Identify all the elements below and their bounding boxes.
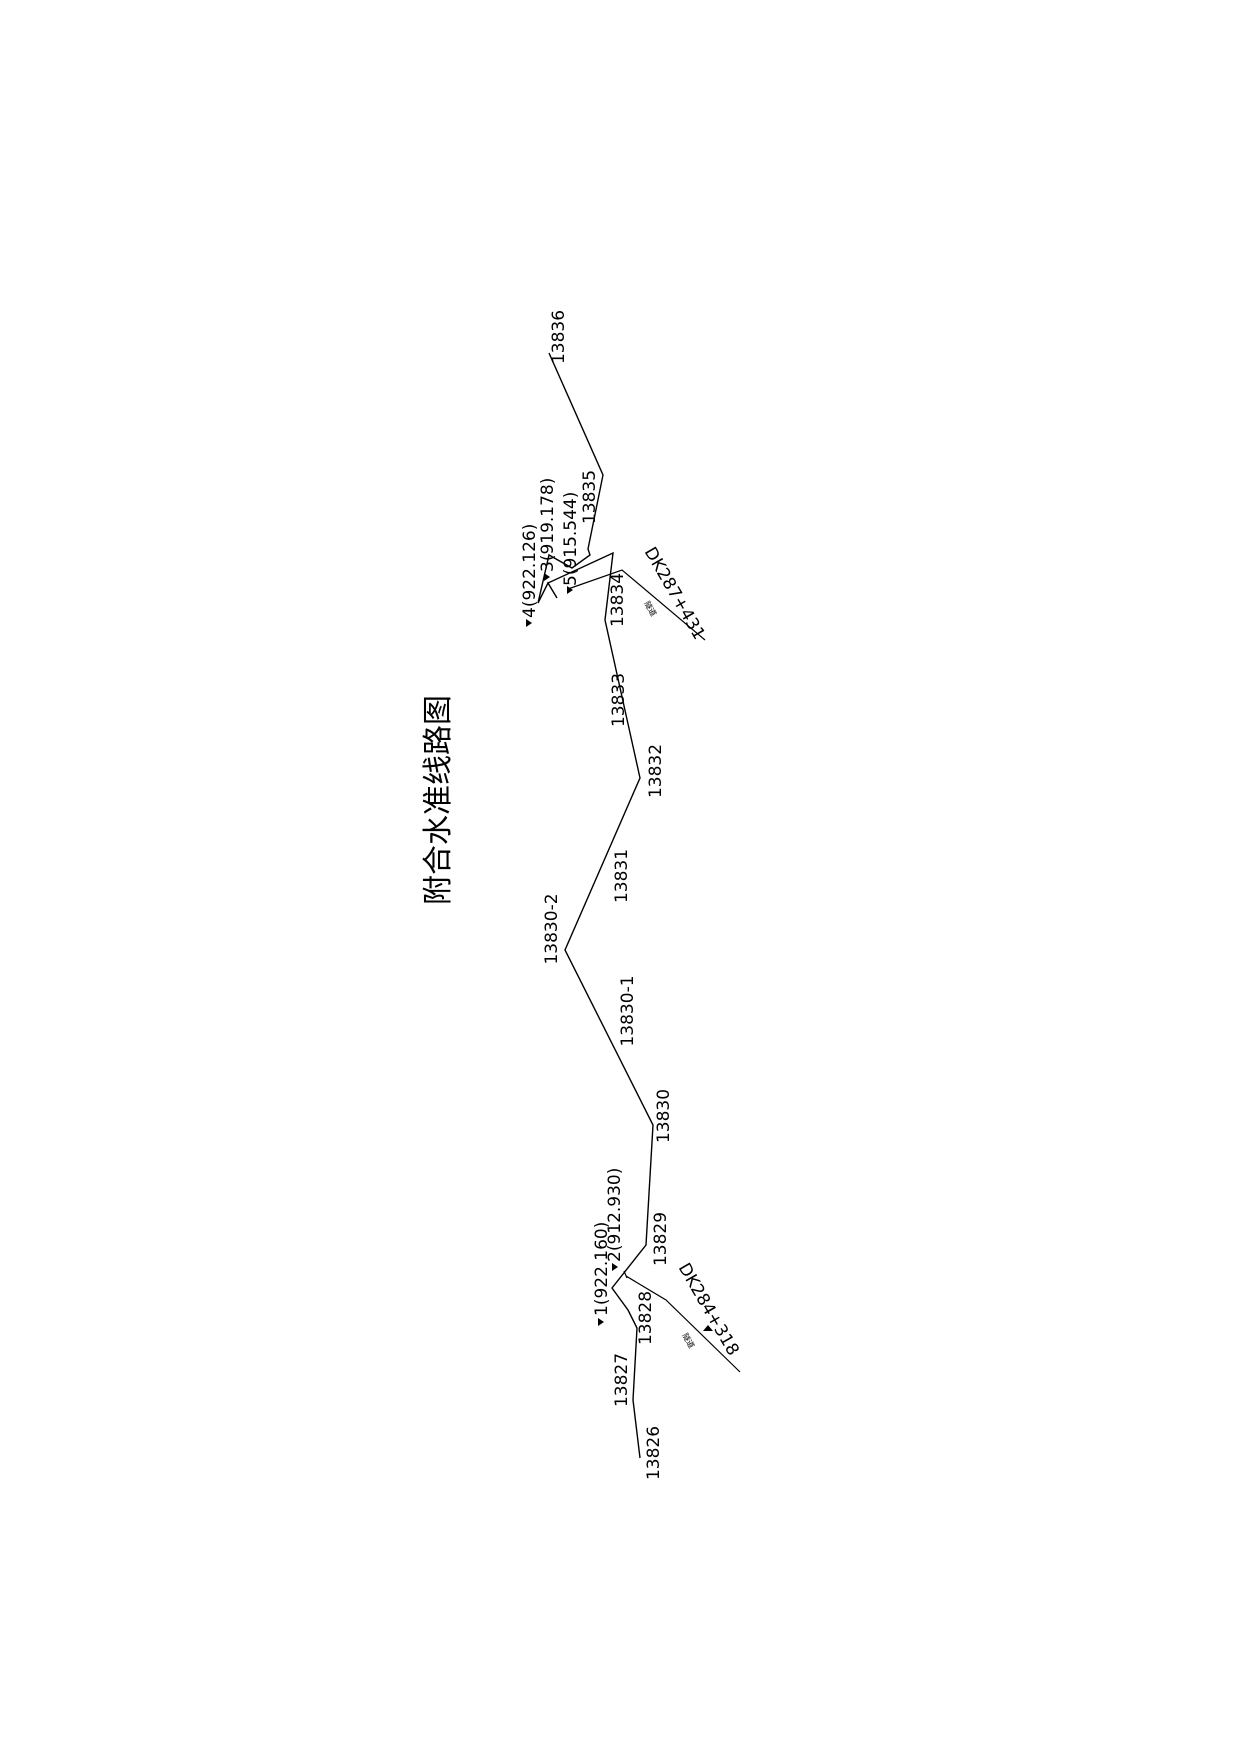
point-label-13833: 13833 (609, 673, 629, 727)
page-title: 附合水准线路图 (421, 695, 456, 905)
benchmark-label-1: 1(922.160) (592, 1222, 612, 1316)
point-label-13830: 13830 (654, 1089, 674, 1143)
point-label-13826: 13826 (644, 1426, 664, 1480)
point-label-13827: 13827 (612, 1353, 632, 1407)
benchmark-label-3: 3(919.178) (538, 478, 558, 572)
point-label-13832: 13832 (646, 744, 666, 798)
benchmark-icon-3 (544, 573, 550, 581)
point-label-13834: 13834 (608, 573, 628, 627)
benchmark-icon-1 (598, 1318, 604, 1326)
branch-line-south (625, 1275, 741, 1373)
benchmark-label-4: 4(922.126) (520, 524, 540, 618)
tunnel-name-south: 隧道 (680, 1331, 697, 1350)
point-label-13836: 13836 (549, 310, 569, 364)
route-line (537, 352, 654, 1459)
tick-south (623, 1270, 628, 1279)
tunnel-name-north: 隧道 (642, 599, 659, 618)
point-label-13829: 13829 (651, 1212, 671, 1266)
benchmark-label-5: 5(915.544) (561, 492, 581, 586)
benchmark-label-2: 2(912.930) (605, 1168, 625, 1262)
point-label-13830-1: 13830-1 (618, 975, 638, 1046)
branch-line-north (567, 569, 706, 641)
point-label-13830-2: 13830-2 (542, 893, 562, 964)
point-label-13835: 13835 (580, 470, 600, 524)
benchmark-icon-5 (567, 586, 573, 594)
point-label-13828: 13828 (636, 1291, 656, 1345)
benchmark-icon-4 (526, 619, 532, 627)
tunnel-mileage-south: DK284+318 (674, 1260, 743, 1360)
point-label-13831: 13831 (612, 849, 632, 903)
benchmark-icon-2 (612, 1263, 618, 1271)
tunnel-marker-icon-south (703, 1325, 713, 1331)
